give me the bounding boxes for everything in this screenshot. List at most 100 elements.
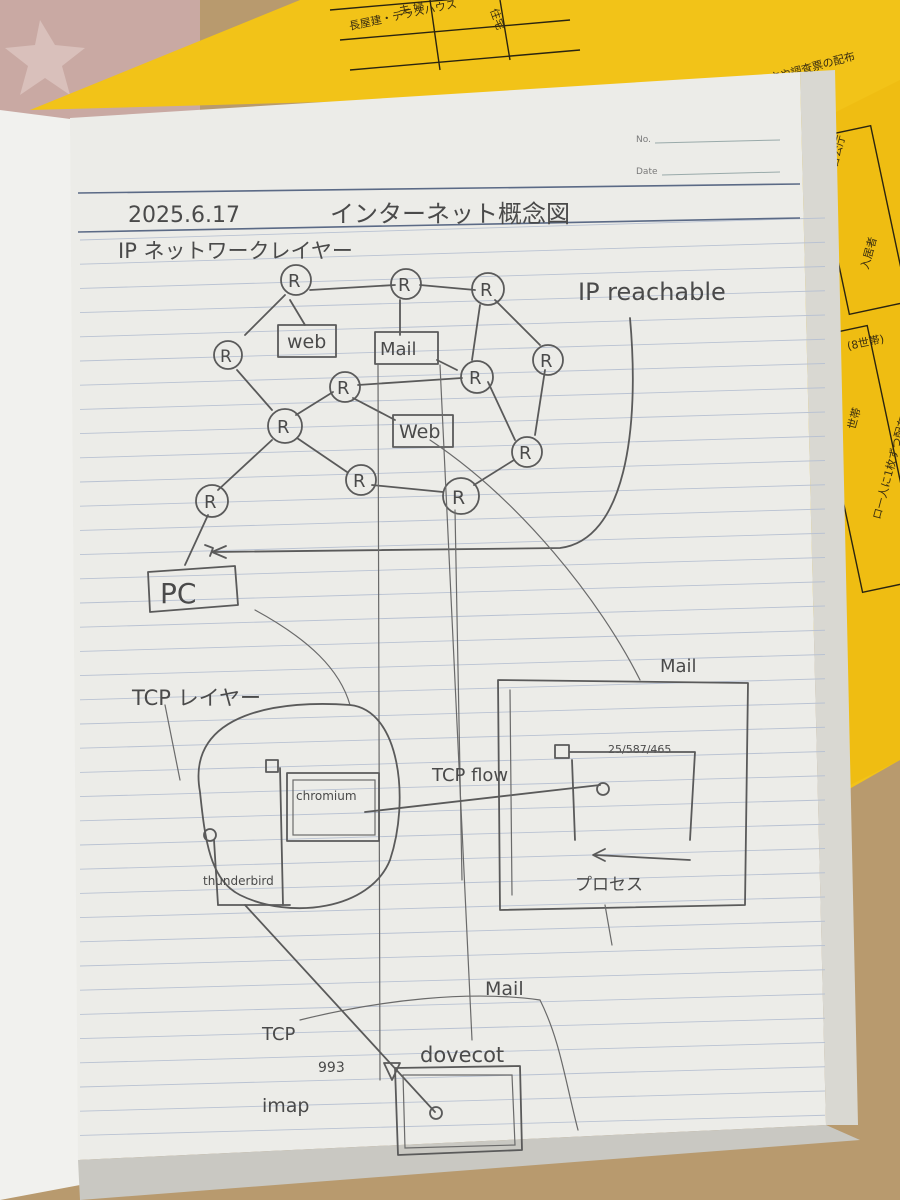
client-window-icon — [265, 759, 279, 773]
ruled-line — [79, 1066, 826, 1088]
svg-text:dovecot: dovecot — [420, 1043, 504, 1067]
router-node: R — [471, 272, 505, 306]
chromium-app: chromium — [286, 772, 380, 842]
imap-socket-icon — [429, 1106, 443, 1120]
router-node: R — [329, 371, 361, 403]
star-pattern-icon — [5, 20, 85, 95]
svg-text:R: R — [204, 492, 217, 513]
ruled-line — [79, 557, 826, 580]
router-node: R — [442, 477, 480, 515]
router-node: R — [345, 464, 377, 496]
process-arrow-line — [594, 854, 691, 861]
ruled-line — [79, 1090, 826, 1112]
network-links — [184, 284, 546, 566]
no-underline — [654, 139, 781, 144]
svg-text:thunderbird: thunderbird — [203, 874, 274, 888]
title-text: インターネット概念図 — [330, 200, 570, 228]
ruled-line — [79, 848, 826, 870]
router-node: R — [195, 484, 229, 518]
header-rule — [77, 217, 801, 233]
mail-window-icon — [554, 744, 570, 759]
router-node: R — [213, 340, 243, 370]
ruled-line — [79, 654, 826, 677]
header-rule — [77, 183, 801, 194]
svg-text:R: R — [398, 275, 411, 296]
svg-text:Web: Web — [399, 421, 440, 443]
imap-label: imap — [262, 1095, 310, 1117]
ruled-line — [79, 775, 826, 798]
router-node: R — [280, 264, 312, 296]
svg-text:Mail: Mail — [380, 339, 417, 360]
process-outline — [569, 751, 696, 841]
ruled-line — [79, 484, 826, 507]
dovecot-process: dovecot — [394, 1043, 523, 1156]
ruled-line — [79, 726, 826, 749]
svg-text:R: R — [480, 280, 493, 301]
reachable-arrow-icon — [211, 545, 227, 559]
mail-box-tail — [604, 904, 613, 946]
section-tcp-label: TCP レイヤー — [131, 686, 261, 710]
ruled-line — [79, 1017, 826, 1040]
ruled-line — [79, 993, 826, 1015]
flyer-line: 夫 婦 — [398, 0, 426, 18]
router-group: R R R R R R R R R R R R — [195, 264, 564, 518]
svg-text:R: R — [540, 351, 553, 372]
flyer-line: 世帯 — [845, 406, 863, 431]
port-993-label: 993 — [318, 1060, 345, 1076]
ruled-line — [79, 702, 826, 725]
left-page — [0, 110, 80, 1200]
ruled-lines — [77, 183, 826, 1136]
svg-text:R: R — [337, 378, 350, 399]
ruled-line — [79, 508, 826, 531]
router-node: R — [390, 268, 422, 300]
svg-text:R: R — [469, 368, 482, 389]
router-node: R — [460, 360, 494, 394]
tcp-bottom-label: TCP — [261, 1024, 296, 1045]
ruled-line — [79, 945, 826, 967]
router-node: R — [532, 344, 564, 376]
mail-box-inner-line — [509, 689, 513, 896]
web-server-node: Web — [392, 414, 454, 448]
ruled-line — [79, 823, 826, 846]
svg-text:web: web — [287, 331, 326, 353]
ruled-line — [79, 920, 826, 943]
tcp-flow-line — [364, 784, 601, 813]
ruled-line — [79, 532, 826, 556]
svg-text:R: R — [277, 417, 290, 438]
svg-text:R: R — [353, 471, 366, 492]
router-node: R — [511, 436, 543, 468]
port-socket-icon — [596, 782, 610, 796]
ruled-line — [79, 581, 826, 604]
ruled-line — [79, 290, 826, 314]
ruled-line — [79, 363, 826, 386]
ruled-line — [79, 872, 826, 894]
svg-text:R: R — [220, 347, 232, 367]
client-line — [279, 767, 284, 906]
svg-text:R: R — [452, 487, 465, 509]
ruled-line — [79, 1114, 826, 1136]
ip-reachable-label: IP reachable — [578, 278, 726, 306]
reachable-boundary — [214, 317, 634, 553]
svg-text:R: R — [288, 271, 301, 292]
thunderbird-app: thunderbird — [203, 828, 291, 906]
ruled-line — [79, 266, 826, 289]
pc-node: PC — [147, 565, 239, 613]
ruled-line — [79, 460, 826, 483]
tcp-flow-label: TCP flow — [431, 765, 508, 786]
process-label: プロセス — [575, 875, 643, 895]
no-label: No. — [636, 135, 651, 145]
mail-server-box — [497, 679, 749, 911]
page-bottom-edge — [78, 1125, 860, 1200]
ruled-line — [79, 217, 826, 241]
tcp-bracket — [164, 704, 181, 781]
mail-bottom-label: Mail — [485, 978, 524, 1000]
ruled-line — [79, 241, 826, 265]
ruled-line — [79, 1042, 826, 1064]
svg-text:PC: PC — [160, 577, 196, 610]
date-underline — [661, 171, 781, 176]
ruled-line — [79, 896, 826, 919]
ruled-line — [79, 799, 826, 822]
ruled-line — [79, 314, 826, 338]
ruled-line — [79, 969, 826, 991]
